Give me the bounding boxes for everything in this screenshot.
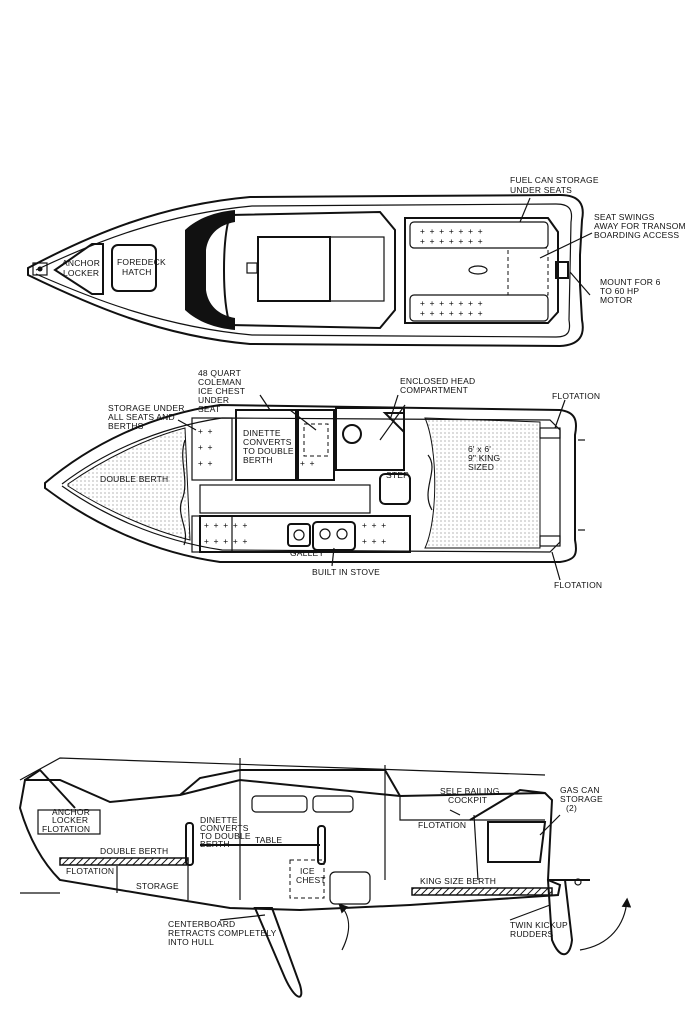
- cockpit-seat-port: [409, 221, 549, 249]
- gas-can-storage: [487, 821, 547, 863]
- cabin-side-dark: [185, 210, 235, 330]
- profile-label-table: TABLE: [255, 835, 282, 845]
- galley-counter: [199, 515, 411, 553]
- dinette-seat: [297, 409, 335, 481]
- seat-cushion-markers: + + + + + + + + + + + + + + + + + + + + …: [420, 227, 483, 318]
- profile-label-king-berth: KING SIZE BERTH: [420, 876, 496, 886]
- cabin-label-step: STEP: [386, 470, 409, 480]
- bow-pulpit: [24, 768, 76, 809]
- centerboard: [253, 907, 303, 998]
- profile-label-ice-chest: ICE CHEST: [296, 866, 326, 885]
- king-berth: [424, 417, 541, 549]
- profile-ice-chest: [289, 859, 325, 899]
- stern-pulpit: [469, 788, 546, 821]
- cabin-label-dinette: DINETTE CONVERTS TO DOUBLE BERTH: [243, 428, 296, 465]
- cabin-label-storage: STORAGE UNDER ALL SEATS AND BERTHS: [108, 403, 187, 431]
- profile-view: ANCHOR LOCKER FLOTATION DINETTE CONVERTS…: [18, 757, 632, 998]
- deck-label-fuel-can: FUEL CAN STORAGE UNDER SEATS: [510, 175, 601, 195]
- forward-seat-port: [191, 417, 233, 481]
- svg-text:+ +: + +: [300, 459, 315, 468]
- cabin-hull-inner: [61, 417, 561, 553]
- deck-plan: + + + + + + + + + + + + + + + + + + + + …: [27, 175, 688, 348]
- profile-window-1: [251, 795, 308, 813]
- profile-label-double-berth: DOUBLE BERTH: [100, 846, 168, 856]
- cabin-plan: + + + + + + + + + + + + + + + + + + + + …: [44, 368, 602, 590]
- head-sink: [382, 412, 405, 435]
- galley-sink: [287, 523, 311, 547]
- rudder: [546, 879, 574, 956]
- cabin-cushion-markers: + + + + + + + + + + + + + + + + + + + + …: [198, 427, 386, 546]
- profile-label-dinette: DINETTE CONVERTS TO DOUBLE BERTH: [200, 815, 253, 849]
- deck-label-foredeck-hatch: FOREDECK HATCH: [117, 257, 168, 277]
- ice-chest-dashed: [303, 423, 329, 457]
- deck-hull-outline: [27, 193, 584, 348]
- svg-text:+ + + + + + +: + + + + + + +: [420, 227, 483, 236]
- salon-floor: [199, 484, 371, 514]
- cockpit-seat-stbd: [409, 294, 549, 322]
- cabin-label-flotation-top: FLOTATION: [552, 391, 600, 401]
- cabin-label-ice-chest: 48 QUART COLEMAN ICE CHEST UNDER SEAT: [198, 368, 248, 414]
- svg-text:+ + +: + + +: [362, 521, 386, 530]
- cabin-label-enclosed-head: ENCLOSED HEAD COMPARTMENT: [400, 376, 478, 395]
- cabin-label-galley: GALLEY: [290, 548, 324, 558]
- motor-mount-bracket: [555, 261, 569, 279]
- deck-label-motor-mount: MOUNT FOR 6 TO 60 HP MOTOR: [600, 277, 663, 305]
- profile-label-flotation-low: FLOTATION: [66, 866, 114, 876]
- profile-label-anchor-locker: ANCHOR LOCKER: [52, 807, 93, 825]
- svg-text:+ + + + + + +: + + + + + + +: [420, 309, 483, 318]
- profile-hull: [18, 778, 562, 912]
- svg-text:+ +: + +: [198, 443, 213, 452]
- profile-cockpit: [399, 796, 545, 821]
- anchor-locker-hatch: [53, 243, 104, 295]
- profile-label-centerboard: CENTERBOARD RETRACTS COMPLETELY INTO HUL…: [168, 919, 279, 947]
- svg-text:+ + +: + + +: [362, 537, 386, 546]
- profile-double-berth: [59, 857, 189, 866]
- cockpit: [404, 217, 559, 324]
- cabin-hull-outline: [44, 403, 578, 563]
- galley-stove: [312, 521, 356, 551]
- cabin-label-built-in-stove: BUILT IN STOVE: [312, 567, 380, 577]
- toilet: [342, 424, 362, 444]
- svg-text:+ +: + +: [198, 459, 213, 468]
- tiller-post: [468, 265, 488, 275]
- bow-fitting: [32, 262, 48, 276]
- foredeck-hatch: [111, 244, 157, 292]
- dinette-area: [235, 409, 297, 481]
- deck-label-anchor-locker: ANCHOR LOCKER: [62, 258, 103, 278]
- transom-seat: [507, 247, 549, 296]
- profile-king-berth: [411, 887, 553, 896]
- svg-text:+ + + + + + +: + + + + + + +: [420, 299, 483, 308]
- profile-anchor-locker: [37, 809, 101, 835]
- svg-text:+ +: + +: [198, 427, 213, 436]
- profile-window-2: [312, 795, 354, 813]
- cabin-top: [223, 210, 396, 330]
- cabin-label-king-berth: 6' x 6' 9" KING SIZED: [468, 444, 503, 472]
- profile-label-twin-rudders: TWIN KICKUP RUDDERS: [510, 920, 570, 939]
- profile-label-flotation-stern: FLOTATION: [418, 820, 466, 830]
- cabin-label-flotation-bottom: FLOTATION: [554, 580, 602, 590]
- svg-text:+ + + + + + +: + + + + + + +: [420, 237, 483, 246]
- v-berth: [67, 427, 191, 541]
- profile-label-self-bailing: SELF BAILING COCKPIT: [440, 786, 502, 805]
- main-hatch: [257, 236, 331, 302]
- svg-text:+ + + + +: + + + + +: [204, 537, 248, 546]
- deck-hull-inner: [35, 203, 573, 338]
- step: [379, 473, 411, 505]
- cabin-label-double-berth: DOUBLE BERTH: [100, 474, 168, 484]
- deck-label-seat-swings: SEAT SWINGS AWAY FOR TRANSOM BOARDING AC…: [594, 212, 688, 240]
- svg-text:+ + + + +: + + + + +: [204, 521, 248, 530]
- profile-label-storage: STORAGE: [136, 881, 179, 891]
- profile-label-gas-can: GAS CAN STORAGE (2): [560, 785, 605, 813]
- head-compartment: [335, 407, 405, 471]
- profile-label-flotation-bow: FLOTATION: [42, 824, 90, 834]
